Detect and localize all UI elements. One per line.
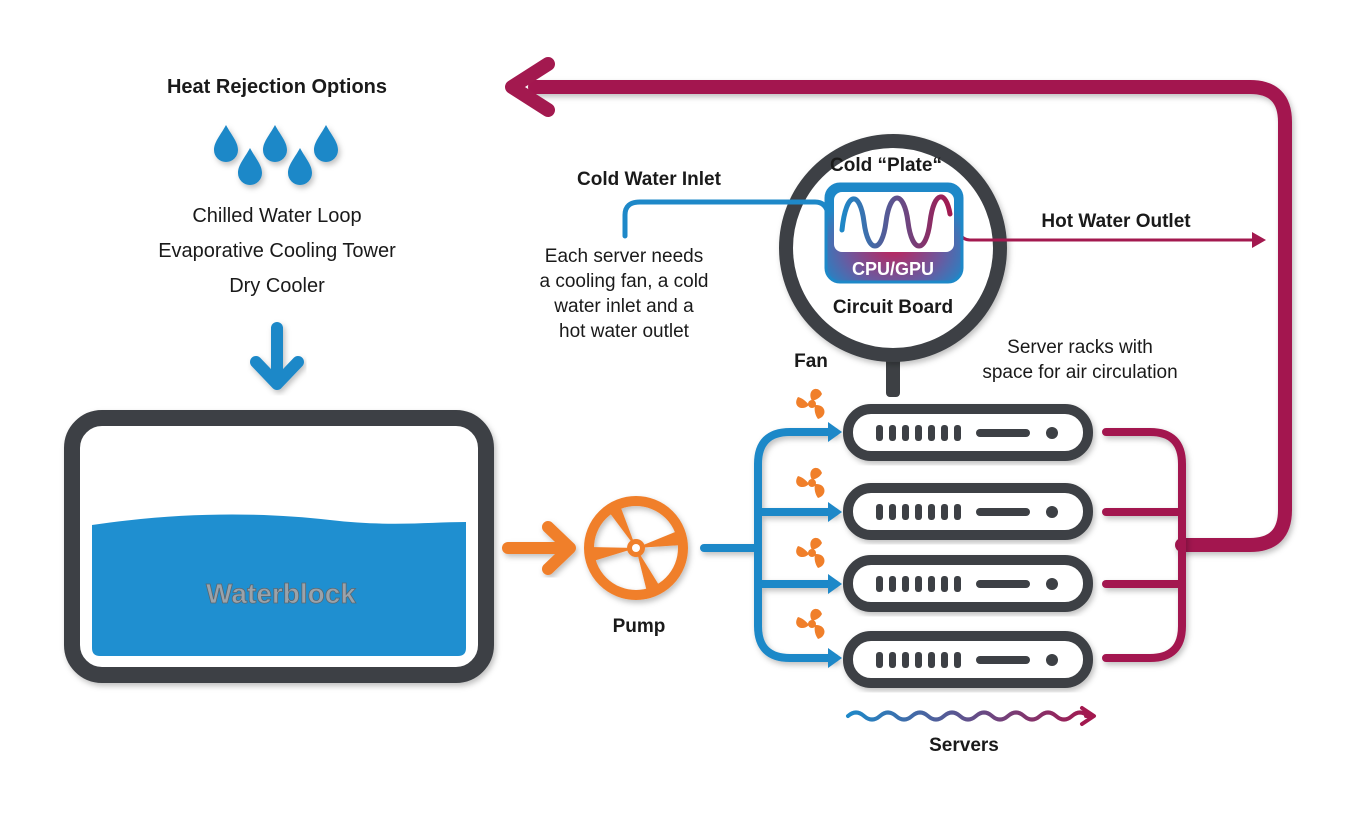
servers-label: Servers: [929, 735, 999, 756]
down-arrow-icon: [250, 322, 304, 390]
return-arrowhead: [505, 57, 555, 117]
return-manifold: [1102, 428, 1186, 662]
server-bay-slots: [876, 652, 1058, 668]
hot-water-arrowhead: [1252, 232, 1266, 248]
hot-water-outlet-label: Hot Water Outlet: [1041, 211, 1191, 232]
water-fill: [92, 514, 466, 656]
cold-plate-label: Cold “Plate“: [830, 155, 942, 176]
option-dry-cooler: Dry Cooler: [229, 275, 325, 297]
airflow-wave-arrow: [846, 710, 1094, 722]
circuit-board-label: Circuit Board: [833, 297, 953, 318]
server-unit-4: [843, 631, 1093, 688]
cold-water-inlet-label: Cold Water Inlet: [577, 169, 722, 190]
server-unit-3: [843, 555, 1093, 612]
rack-note-line-2: space for air circulation: [982, 362, 1177, 383]
fan-label: Fan: [794, 351, 828, 372]
cpu-gpu-chip: CPU/GPU: [824, 182, 964, 284]
pump-inlet-arrow: [502, 521, 576, 575]
server-unit-2: [843, 483, 1093, 540]
rack-note: Server racks with space for air circulat…: [982, 337, 1177, 383]
option-evaporative-cooling-tower: Evaporative Cooling Tower: [158, 240, 396, 262]
pump-icon: [584, 496, 688, 600]
note-line-1: Each server needs: [545, 246, 703, 267]
option-chilled-water-loop: Chilled Water Loop: [192, 205, 361, 227]
cold-plate-coil: [839, 194, 953, 249]
note-line-4: hot water outlet: [559, 321, 690, 342]
server-requirements-note: Each server needs a cooling fan, a cold …: [539, 246, 708, 342]
heat-rejection-title: Heat Rejection Options: [167, 76, 387, 98]
note-line-2: a cooling fan, a cold: [539, 271, 708, 292]
note-line-3: water inlet and a: [553, 296, 694, 317]
supply-arrowheads: [828, 422, 842, 668]
fan-icon-1: [796, 388, 825, 419]
waterblock-tank: Waterblock: [64, 410, 494, 683]
airflow-arrowhead: [1080, 706, 1096, 726]
server-bay-slots: [876, 576, 1058, 592]
fan-icon-2: [796, 467, 825, 498]
server-unit-1: [843, 404, 1093, 461]
water-drops-icon: [214, 125, 338, 185]
supply-manifold: [700, 428, 839, 662]
waterblock-label: Waterblock: [206, 578, 356, 609]
return-pipe: [528, 80, 1292, 552]
rack-note-line-1: Server racks with: [1007, 337, 1153, 358]
server-bay-slots: [876, 504, 1058, 520]
fan-icon-4: [796, 608, 825, 639]
fan-icon-3: [796, 537, 825, 568]
cpu-gpu-label: CPU/GPU: [852, 259, 934, 279]
pump-label: Pump: [613, 616, 666, 637]
server-bay-slots: [876, 425, 1058, 441]
